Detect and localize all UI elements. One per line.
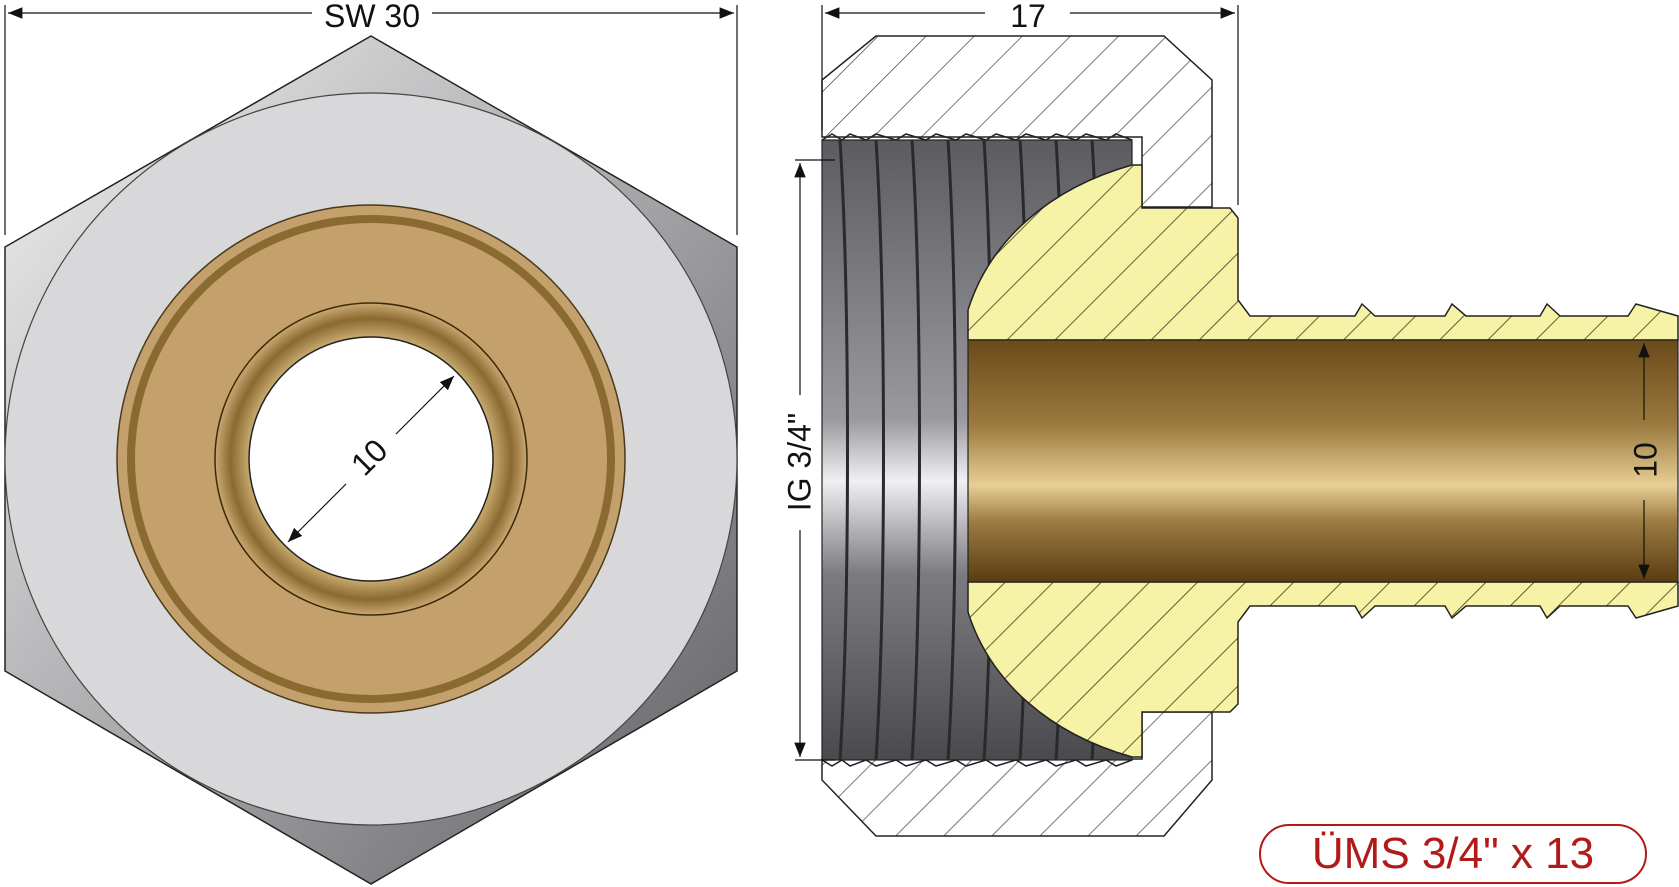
section-bore-dimension: 10	[1627, 343, 1663, 579]
section-bore	[967, 339, 1679, 583]
brass-insert-section	[967, 164, 1679, 341]
brass-insert-rim	[127, 215, 615, 703]
thread-teeth-bottom	[821, 759, 1133, 767]
thread-dimension-label: IG 3/4"	[781, 413, 817, 512]
sw-dimension-label: SW 30	[324, 0, 420, 34]
brass-insert-section-bottom	[967, 581, 1679, 758]
front-view: SW 30 10	[4, 0, 738, 885]
section-bore-label: 10	[1627, 442, 1663, 478]
thread-teeth-top	[821, 133, 1133, 141]
product-label: ÜMS 3/4" x 13	[1259, 824, 1647, 884]
nut-section-hatch	[821, 35, 1213, 208]
length-dimension-label: 17	[1010, 0, 1046, 34]
length-dimension: 17	[821, 0, 1239, 205]
section-view: 17 IG 3/4" 10	[781, 0, 1679, 837]
product-label-text: ÜMS 3/4" x 13	[1312, 829, 1594, 878]
sw-dimension: SW 30	[4, 0, 738, 235]
thread-dimension: IG 3/4"	[781, 159, 835, 761]
